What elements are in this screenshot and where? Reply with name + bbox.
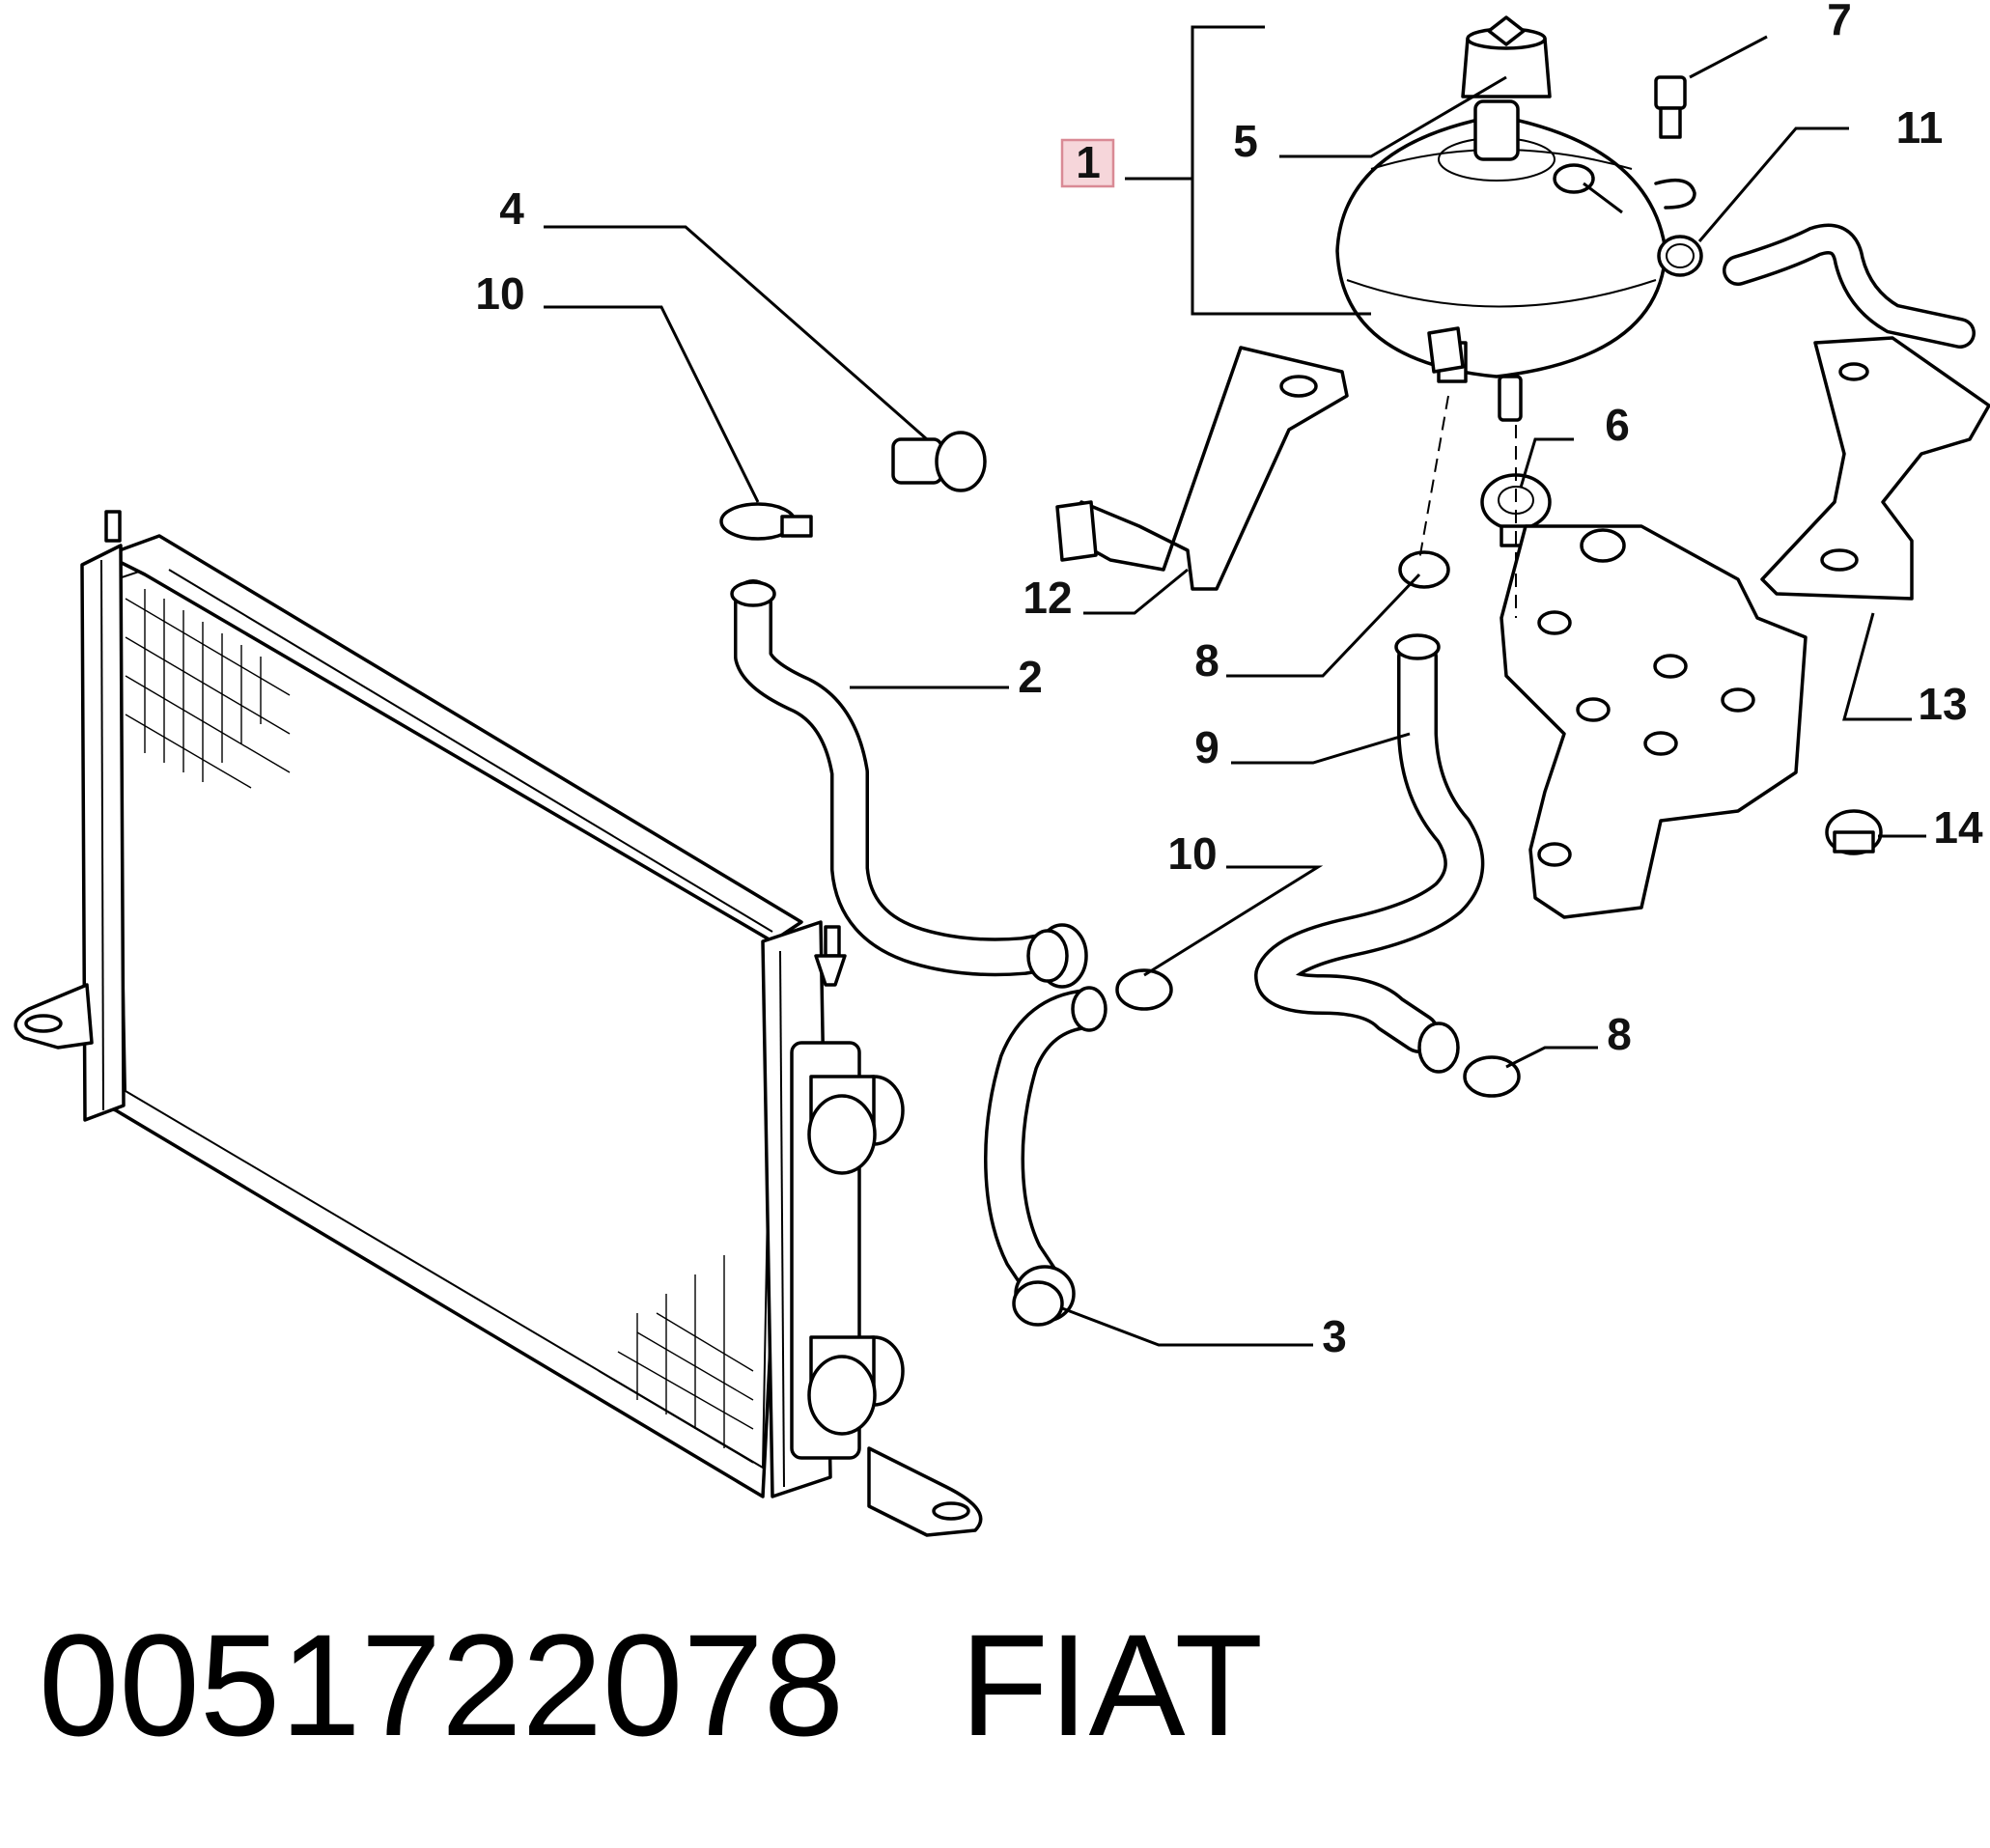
- callout-9: 9: [1194, 722, 1219, 772]
- callout-8-top: 8: [1194, 635, 1219, 686]
- callout-7: 7: [1827, 0, 1852, 44]
- callout-10-top: 10: [475, 268, 524, 319]
- clamp-10-lower: [1115, 968, 1173, 1011]
- callout-4: 4: [499, 183, 524, 234]
- hose-9: [1254, 633, 1485, 1074]
- hose-2: [730, 579, 1088, 989]
- brand-name: FIAT: [960, 1604, 1264, 1766]
- part-number: 0051722078: [39, 1604, 845, 1766]
- callout-6: 6: [1605, 400, 1630, 450]
- clamp-8-lower: [1463, 1055, 1521, 1098]
- callout-14: 14: [1933, 802, 1983, 853]
- grommet-14: [1825, 809, 1883, 855]
- expansion-tank: [1335, 15, 1696, 422]
- clamp-11: [1657, 235, 1703, 277]
- assembly-guides: [1418, 395, 1517, 618]
- clamp-4: [891, 431, 987, 492]
- callout-1: 1: [1076, 137, 1101, 187]
- callout-5: 5: [1233, 116, 1258, 166]
- engine-mount: [1500, 524, 1808, 919]
- coolant-system-diagram: 1 2 3 4 5 6 7 8 8 9 10 10 11 12 13 14: [14, 0, 1990, 1537]
- callout-3: 3: [1322, 1311, 1347, 1361]
- clamp-8-top: [1398, 550, 1450, 589]
- leader-lines: [544, 25, 1926, 1347]
- bracket-12: [1055, 346, 1349, 591]
- radiator: [14, 510, 983, 1537]
- callout-1-highlight: [1060, 138, 1115, 188]
- bracket-13: [1760, 336, 1990, 601]
- bolt-7: [1654, 75, 1687, 139]
- hose-3: [983, 986, 1107, 1327]
- callout-10-lower: 10: [1167, 828, 1217, 879]
- callout-12: 12: [1023, 573, 1072, 623]
- callout-11: 11: [1896, 102, 1944, 153]
- callout-13: 13: [1918, 679, 1967, 729]
- callout-8-lower: 8: [1607, 1009, 1632, 1059]
- clamp-10-top: [719, 502, 813, 541]
- callout-labels: 1 2 3 4 5 6 7 8 8 9 10 10 11 12 13 14: [475, 0, 1983, 1361]
- overflow-hose: [1723, 223, 1976, 349]
- callout-2: 2: [1018, 652, 1043, 702]
